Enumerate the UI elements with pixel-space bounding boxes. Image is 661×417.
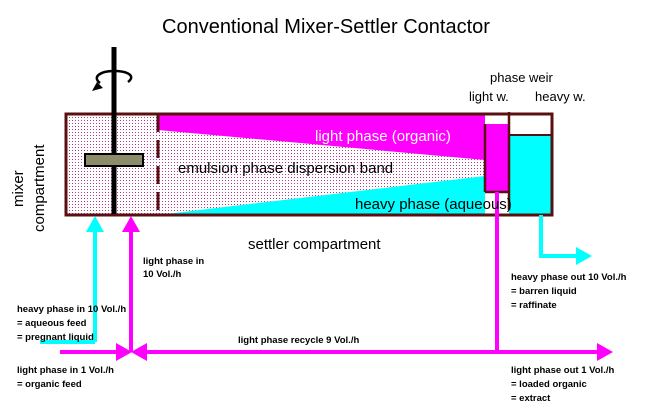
heavy-out-line3: = raffinate [511, 300, 557, 311]
vessel-outline [64, 112, 554, 217]
heavy-weir-chamber [509, 135, 552, 215]
light-in-mixer-line1: light phase in [143, 256, 204, 267]
light-in-feed-line2: = organic feed [17, 379, 82, 390]
light-out-line1: light phase out 1 Vol./h [511, 365, 614, 376]
light-phase-region [158, 114, 485, 160]
heavy-phase-region [158, 176, 485, 215]
light-in-mixer-line2: 10 Vol./h [143, 269, 182, 280]
heavy-out-line [539, 215, 580, 258]
heavy-out-arrow-icon [576, 247, 592, 265]
light-out-line2: = loaded organic [511, 379, 587, 390]
light-out-line3: = extract [511, 393, 551, 404]
mixer-label-line1: mixer [10, 170, 27, 207]
heavy-inlet-arrow-icon [86, 216, 104, 232]
heavy-weir-label: heavy w. [535, 89, 586, 104]
light-weir-chamber [485, 124, 509, 192]
settler-compartment-label: settler compartment [248, 236, 381, 253]
light-phase-label: light phase (organic) [315, 128, 451, 145]
heavy-in-line2: = aqueous feed [17, 318, 87, 329]
recycle-arrow-icon [131, 343, 147, 361]
light-out-arrow-icon [597, 343, 613, 361]
heavy-phase-label: heavy phase (aqueous) [355, 196, 512, 213]
recycle-label: light phase recycle 9 Vol./h [238, 335, 359, 346]
heavy-out-line2: = barren liquid [511, 286, 577, 297]
light-in-feed-line1: light phase in 1 Vol./h [17, 365, 114, 376]
light-inlet-arrow-icon [122, 216, 140, 232]
heavy-in-line3: = pregnant liquid [17, 332, 94, 343]
diagram-title: Conventional Mixer-Settler Contactor [162, 16, 490, 38]
heavy-out-line1: heavy phase out 10 Vol./h [511, 272, 627, 283]
emulsion-band-label: emulsion phase dispersion band [178, 160, 393, 177]
heavy-in-line1: heavy phase in 10 Vol./h [17, 304, 126, 315]
mixer-label-line2: compartment [31, 144, 48, 232]
phase-weir-label: phase weir [490, 70, 554, 85]
rotation-arrow-icon [95, 69, 133, 84]
impeller [84, 153, 144, 167]
light-weir-label: light w. [469, 89, 509, 104]
emulsion-band [158, 114, 485, 215]
